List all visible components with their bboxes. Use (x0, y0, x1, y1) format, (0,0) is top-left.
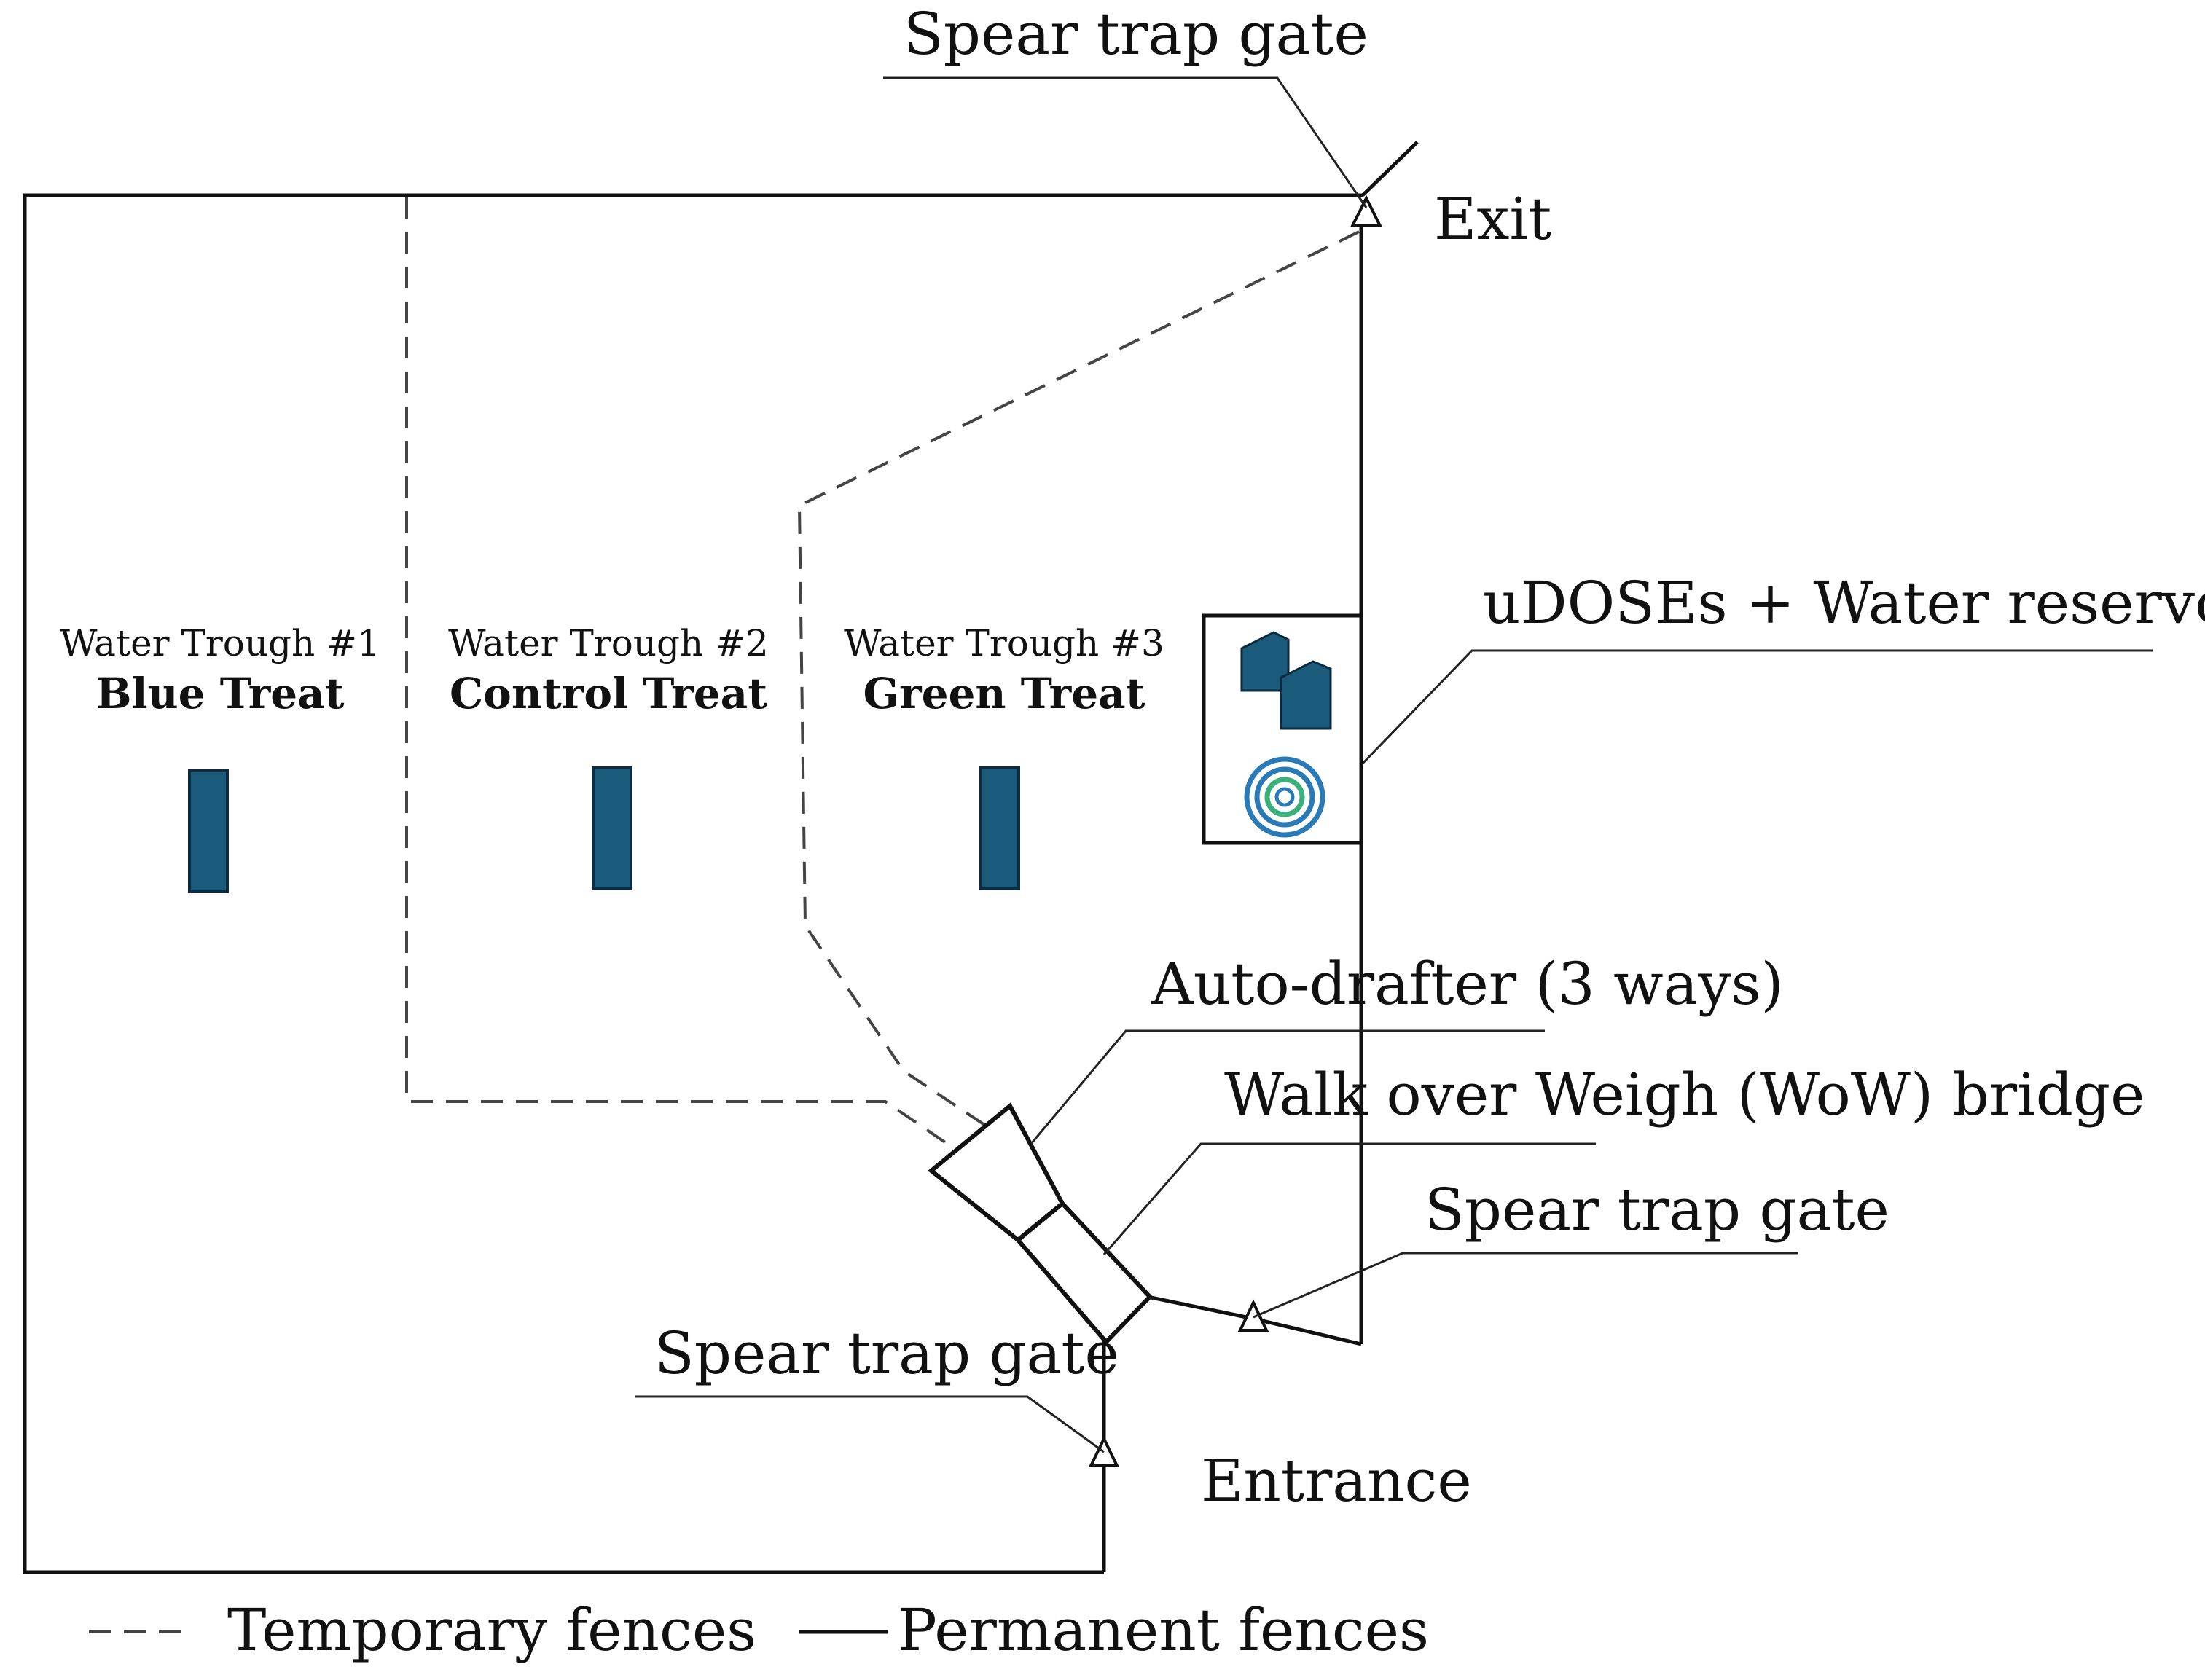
udose-logo-icon (1244, 756, 1325, 838)
leader-udoses (1360, 649, 2153, 766)
trough-3-treat: Green Treat (863, 669, 1145, 718)
trough-1-treat: Blue Treat (95, 669, 344, 718)
entrance-label: Entrance (1201, 1447, 1472, 1515)
water-troughs (188, 766, 1020, 893)
wow-label: Walk over Weigh (WoW) bridge (1224, 1061, 2145, 1128)
trough-1-name: Water Trough #1 (60, 622, 380, 664)
water-trough-1 (188, 769, 229, 893)
leader-lines (635, 76, 2153, 1453)
water-trough-3 (979, 766, 1020, 890)
leader-gate-bottom (635, 1395, 1105, 1453)
perimeter-fence (23, 193, 1363, 1574)
legend-permanent-label: Permanent fences (898, 1596, 1429, 1664)
leader-gate-right (1253, 1252, 1798, 1319)
udoses-enclosure (1202, 613, 1363, 845)
leader-autodrafter (1030, 1029, 1545, 1145)
leader-wow (1102, 1142, 1596, 1255)
gate-bottom-label: Spear trap gate (654, 1319, 1119, 1387)
triangle-gate-icon (1350, 195, 1383, 227)
gate-top-label: Spear trap gate (904, 0, 1368, 68)
spear-trap-gates (1088, 195, 1383, 1467)
drafting-devices (928, 1102, 1154, 1346)
udoses-label: uDOSEs + Water reservoirs (1483, 569, 2205, 637)
water-reservoir-icon (1280, 660, 1332, 730)
trough-labels: Water Trough #1 Blue Treat Water Trough … (60, 622, 1164, 718)
udoses-box (1202, 613, 1363, 845)
callout-labels: Spear trap gate Exit uDOSEs + Water rese… (654, 0, 2205, 1515)
exit-outer-line (1361, 141, 1419, 197)
gate-right-label: Spear trap gate (1425, 1176, 1889, 1244)
trough-2-name: Water Trough #2 (448, 622, 769, 664)
triangle-gate-icon (1088, 1435, 1120, 1467)
trough-2-treat: Control Treat (450, 669, 767, 718)
water-reservoir-icon (1240, 631, 1290, 692)
trough-3-name: Water Trough #3 (844, 622, 1164, 664)
legend-temporary-label: Temporary fences (227, 1596, 756, 1664)
water-trough-2 (592, 766, 632, 890)
exit-label: Exit (1434, 185, 1551, 253)
leader-gate-top (883, 76, 1368, 208)
wow-bridge (1014, 1200, 1154, 1346)
legend: Temporary fences Permanent fences (89, 1596, 1429, 1664)
autodrafter-label: Auto-drafter (3 ways) (1151, 950, 1784, 1018)
